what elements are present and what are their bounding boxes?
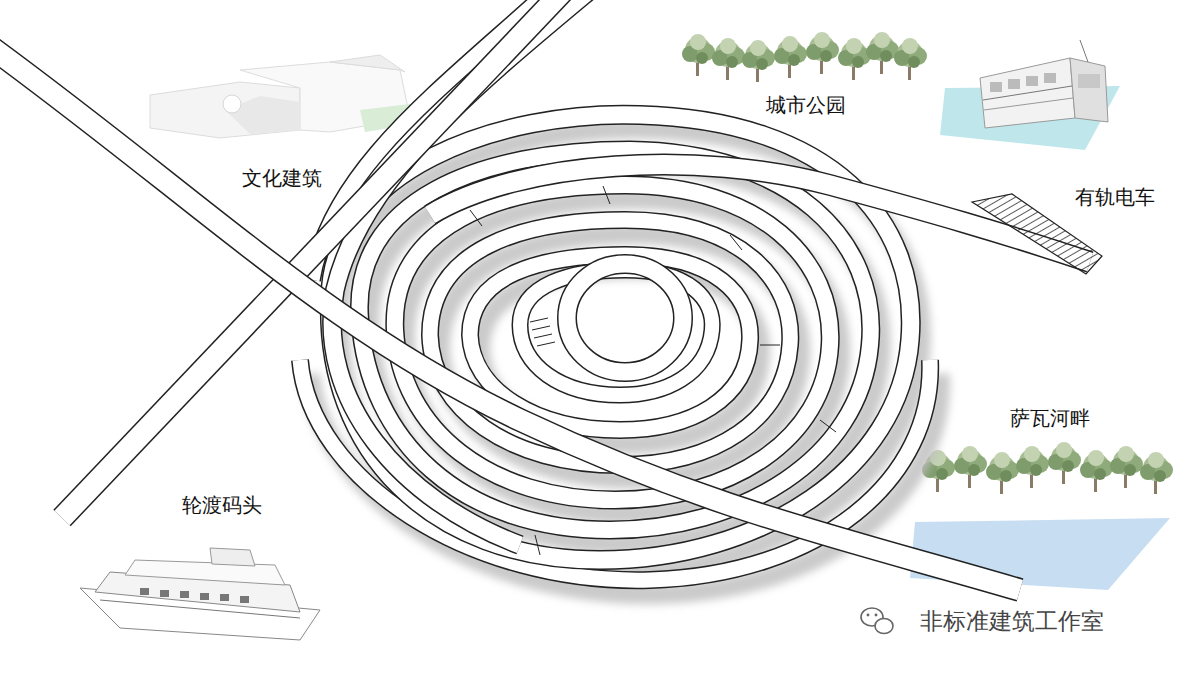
place-label: 城市公园 <box>763 92 849 118</box>
bands <box>0 0 1102 590</box>
place-label: 萨瓦河畔 <box>1007 405 1093 431</box>
tram-sketch <box>940 40 1120 150</box>
place-label: 有轨电车 <box>1072 184 1158 210</box>
place-label: 文化建筑 <box>239 165 325 191</box>
park-trees <box>682 32 927 82</box>
place-label: 轮渡码头 <box>179 492 265 518</box>
building-sketch <box>150 55 410 138</box>
wechat-icon <box>861 608 893 634</box>
watermark: 非标准建筑工作室 <box>917 607 1107 637</box>
ferry-sketch <box>80 548 320 640</box>
